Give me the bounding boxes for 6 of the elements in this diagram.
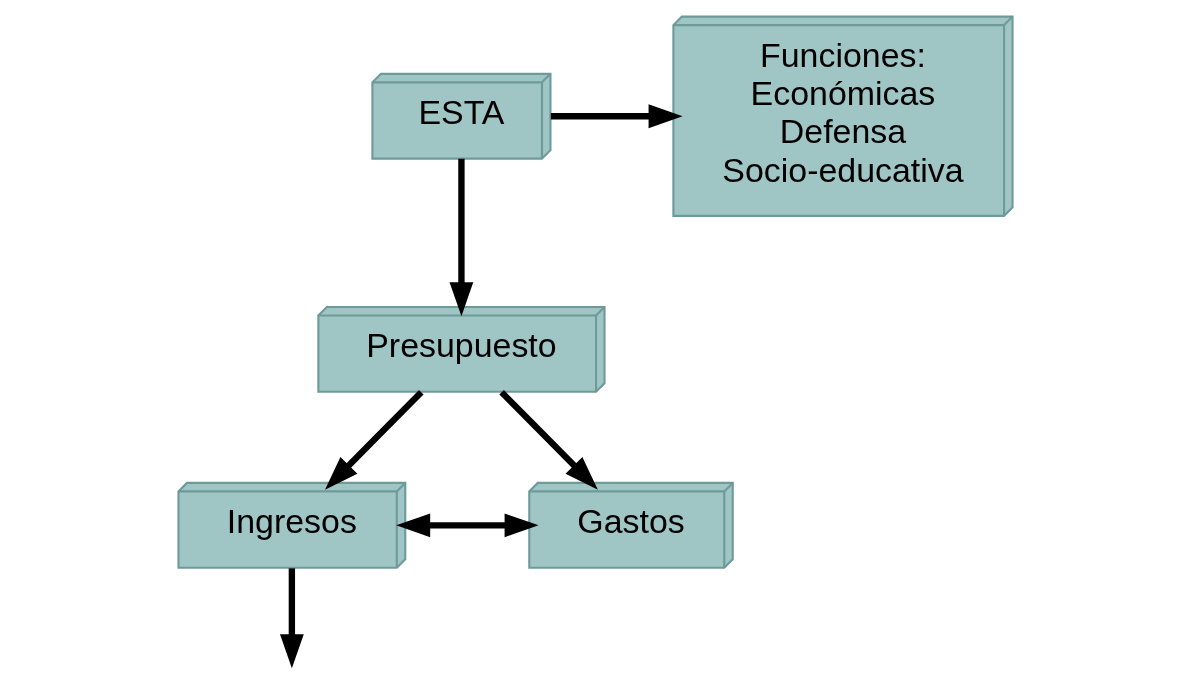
arrow (324, 389, 423, 490)
arrow (279, 568, 304, 669)
arrow (498, 389, 598, 490)
arrow (550, 104, 683, 129)
arrow (449, 158, 473, 317)
arrow (395, 513, 539, 538)
